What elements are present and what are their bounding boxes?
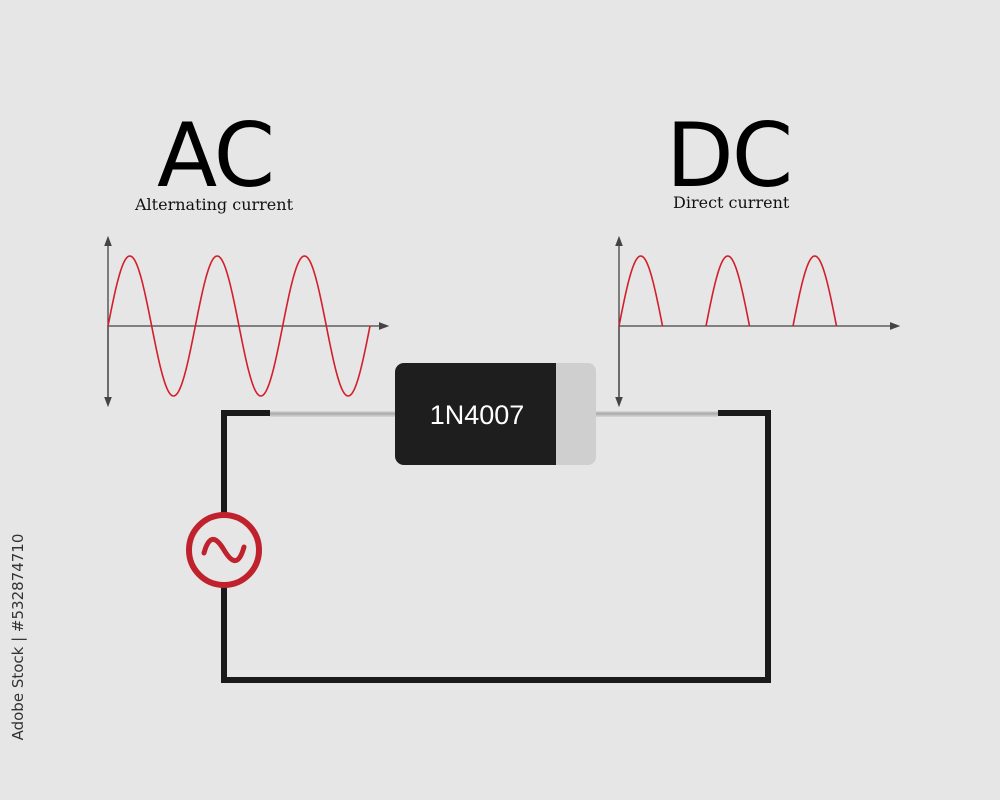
diode-1n4007: 1N4007 (395, 363, 596, 465)
ac-sine-wave (107, 255, 371, 397)
ac-graph-axes (104, 235, 390, 408)
dc-rectified-wave (618, 255, 838, 327)
dc-title: DC (666, 104, 793, 207)
left-wire (221, 410, 272, 528)
diode-label: 1N4007 (430, 400, 525, 430)
ac-title: AC (157, 104, 275, 207)
diode-right-lead (594, 410, 718, 417)
tilde-icon (201, 537, 247, 563)
dc-subtitle: Direct current (673, 193, 790, 212)
watermark-text: Adobe Stock | #532874710 (9, 533, 27, 741)
bottom-wire (221, 410, 771, 683)
dc-graph-axes (615, 235, 901, 408)
ac-subtitle: Alternating current (135, 195, 294, 214)
diode-cathode-band-inner (556, 363, 568, 465)
diode-left-lead (270, 410, 400, 417)
ac-source-symbol-icon (186, 512, 262, 588)
circuit-wires (221, 410, 771, 683)
diode-body (395, 363, 565, 465)
